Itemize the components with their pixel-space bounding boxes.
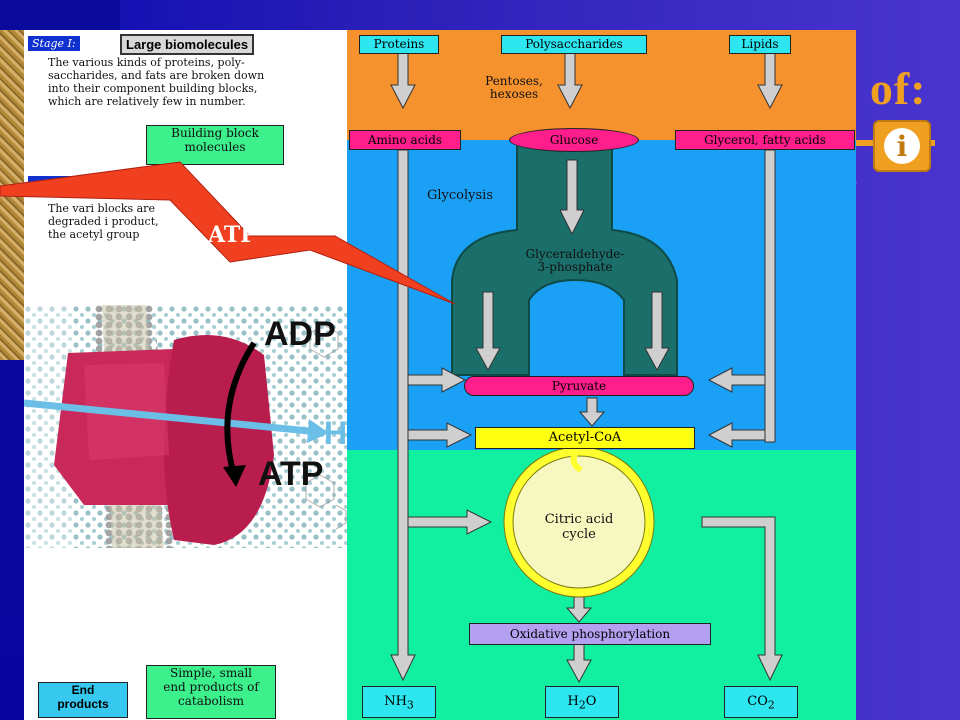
stage1-text-4: which are relatively few in number. [48, 95, 246, 108]
proton-letter: H [324, 415, 348, 451]
proteins-box: Proteins [359, 35, 439, 54]
simple-products-box: Simple, small end products of catabolism [146, 665, 276, 719]
glycolysis-label: Glycolysis [427, 188, 493, 203]
building-block-box: Building block molecules [146, 125, 284, 165]
end-products-box: End products [38, 682, 128, 718]
conversion-arrow [224, 341, 257, 476]
nh3-text: NH [384, 694, 407, 709]
atp-synthase-drawing [24, 305, 360, 548]
proton-path-arrow [24, 399, 310, 435]
end-products-line-1: End [71, 683, 95, 697]
info-button[interactable]: i [873, 120, 931, 172]
polysaccharides-box: Polysaccharides [501, 35, 647, 54]
pathway-arrows [390, 49, 783, 684]
h2o-box: H2O [545, 686, 619, 718]
acetyl-coa-box: Acetyl-CoA [475, 427, 695, 449]
stage1-text-3: into their component building blocks, [48, 82, 258, 95]
end-products-line-2: products [57, 697, 109, 711]
simple-line-3: catabolism [178, 694, 244, 708]
g3p-line-1: Glyceraldehyde- [525, 247, 625, 261]
g3p-line-2: 3-phosphate [537, 260, 613, 274]
building-block-line-2: molecules [184, 140, 246, 154]
adp-label: ADP [264, 315, 336, 353]
g3p-label: Glyceraldehyde- 3-phosphate [497, 248, 653, 274]
info-icon: i [884, 128, 920, 164]
lipids-box: Lipids [729, 35, 791, 54]
atp-product-label: ATP [258, 455, 324, 493]
h2o-h: H [567, 694, 579, 709]
pentoses-line-2: hexoses [489, 87, 539, 101]
pyruvate-box: Pyruvate [464, 376, 694, 396]
atp-arrow-label: ATP [208, 222, 257, 248]
catabolism-pathway-diagram: Proteins Polysaccharides Lipids Pentoses… [347, 30, 856, 720]
co2-text: CO [747, 694, 768, 709]
stage2-text-3: the acetyl group [48, 228, 140, 241]
stage1-tag: Stage I: [28, 36, 80, 51]
pentoses-label: Pentoses, hexoses [459, 75, 569, 101]
stage2-text-1: The vari blocks are [48, 202, 155, 215]
stage1-text-2: saccharides, and fats are broken down [48, 69, 265, 82]
amino-acids-box: Amino acids [349, 130, 461, 150]
citric-acid-label: Citric acid cycle [519, 512, 639, 542]
h2o-o: O [585, 694, 597, 709]
stage1-text-1: The various kinds of proteins, poly- [48, 56, 245, 69]
glucose-box: Glucose [509, 128, 639, 152]
atp-synthase-image: ADP ATP H+ [24, 305, 360, 548]
h2o-sub: 2 [578, 698, 586, 712]
stage2-text-2: degraded i product, [48, 215, 159, 228]
stage1-header: Large biomolecules [120, 34, 255, 55]
simple-line-1: Simple, small [169, 666, 253, 680]
co2-sub: 2 [767, 698, 775, 712]
citric-line-1: Citric acid [544, 512, 614, 527]
glycerol-box: Glycerol, fatty acids [675, 130, 855, 150]
co2-box: CO2 [724, 686, 798, 718]
simple-line-2: end products of [163, 680, 259, 694]
pentoses-line-1: Pentoses, [485, 74, 543, 88]
citric-line-2: cycle [562, 527, 596, 542]
nh3-box: NH3 [362, 686, 436, 718]
oxphos-box: Oxidative phosphorylation [469, 623, 711, 645]
nh3-sub: 3 [406, 698, 414, 712]
building-block-line-1: Building block [171, 126, 259, 140]
